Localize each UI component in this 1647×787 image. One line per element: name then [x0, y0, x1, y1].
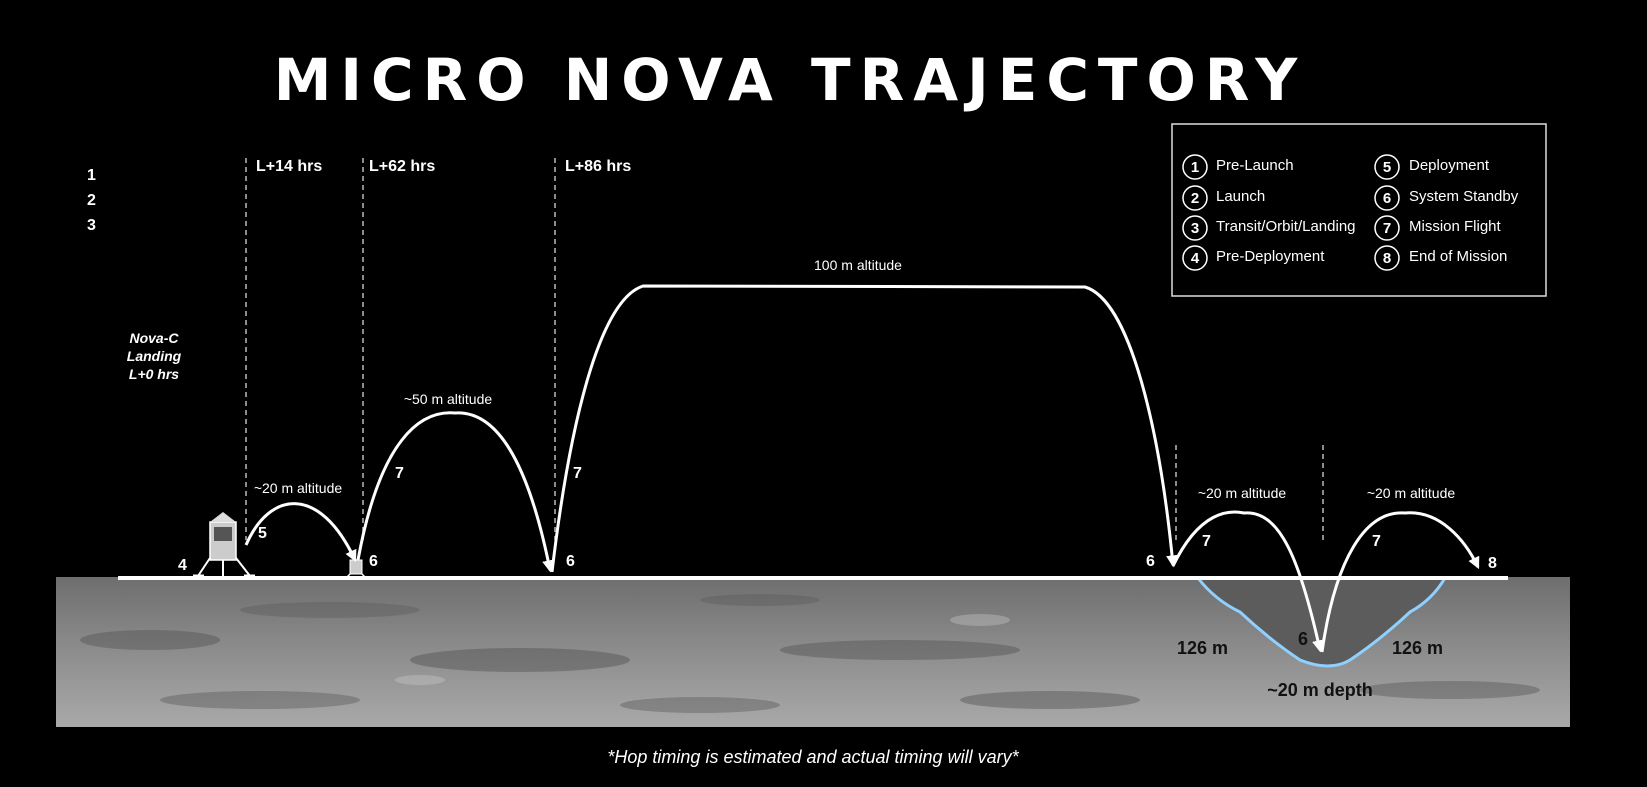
- lander-label: Nova-C Landing L+0 hrs: [127, 330, 182, 382]
- altitude-label-hop4: ~20 m altitude: [1198, 485, 1287, 501]
- altitude-label-hop3: 100 m altitude: [814, 257, 902, 273]
- crater-dimensions: 126 m 126 m ~20 m depth: [1177, 638, 1443, 700]
- legend-item-3: 3 Transit/Orbit/Landing: [1182, 215, 1356, 241]
- hop-5-arc: [1320, 511, 1480, 653]
- phase-markers: 4 5 6 7 6 7 6 7 6 7 8: [178, 465, 1497, 649]
- phase-marker-5: 5: [258, 525, 267, 542]
- legend-item-8: 8 End of Mission: [1374, 245, 1507, 271]
- phase-marker-7b: 7: [573, 465, 582, 482]
- lunar-surface: [56, 576, 1570, 727]
- hop-4-arc: [1171, 510, 1324, 653]
- hop-2-arc: [356, 411, 554, 573]
- altitude-label-hop2: ~50 m altitude: [404, 391, 493, 407]
- legend-item-2: 2 Launch: [1182, 185, 1265, 211]
- trajectories: [244, 284, 1480, 653]
- legend-num-7: 7: [1383, 220, 1391, 237]
- legend-label-4: Pre-Deployment: [1216, 248, 1325, 265]
- phase-marker-7c: 7: [1202, 533, 1211, 550]
- page-title: MICRO NOVA TRAJECTORY: [274, 46, 1307, 114]
- hop-1-arc: [244, 502, 357, 563]
- timeline: L+14 hrs L+62 hrs L+86 hrs: [245, 158, 1324, 540]
- crater: [1198, 578, 1445, 666]
- timeline-label-3: L+86 hrs: [565, 158, 631, 175]
- phase-marker-7a: 7: [395, 465, 404, 482]
- micro-nova-hopper-icon: [345, 559, 367, 579]
- footnote: *Hop timing is estimated and actual timi…: [607, 747, 1019, 767]
- side-number-1: 1: [87, 167, 96, 184]
- legend-label-5: Deployment: [1409, 157, 1490, 174]
- legend-box: [1171, 123, 1547, 297]
- phase-marker-6b: 6: [566, 553, 575, 570]
- phase-marker-4: 4: [178, 557, 187, 574]
- legend-num-3: 3: [1191, 220, 1199, 237]
- legend-label-3: Transit/Orbit/Landing: [1216, 218, 1356, 235]
- legend-item-1: 1 Pre-Launch: [1182, 154, 1294, 180]
- nova-c-lander-icon: [193, 512, 255, 578]
- legend-num-6: 6: [1383, 190, 1391, 207]
- phase-marker-6c: 6: [1146, 553, 1155, 570]
- timeline-label-2: L+62 hrs: [369, 158, 435, 175]
- legend-item-5: 5 Deployment: [1374, 154, 1490, 180]
- phase-marker-6d: 6: [1298, 629, 1308, 649]
- altitude-label-hop1: ~20 m altitude: [254, 480, 343, 496]
- lander-label-line3: L+0 hrs: [129, 366, 179, 382]
- timeline-label-1: L+14 hrs: [256, 158, 322, 175]
- legend-num-5: 5: [1383, 159, 1391, 176]
- legend-num-8: 8: [1383, 250, 1391, 267]
- crater-edge: [1196, 577, 1447, 668]
- lander-label-line1: Nova-C: [129, 330, 179, 346]
- legend-item-6: 6 System Standby: [1374, 185, 1519, 211]
- legend-num-2: 2: [1191, 190, 1199, 207]
- legend-num-4: 4: [1191, 250, 1200, 267]
- crater-right-width: 126 m: [1392, 638, 1443, 658]
- legend-item-4: 4 Pre-Deployment: [1182, 245, 1325, 271]
- legend: 1 Pre-Launch 2 Launch 3 Transit/Orbit/La…: [1171, 123, 1547, 297]
- altitude-labels: ~20 m altitude ~50 m altitude 100 m alti…: [254, 257, 1456, 501]
- side-number-3: 3: [87, 217, 96, 234]
- side-numbers: 1 2 3: [87, 167, 96, 234]
- legend-item-7: 7 Mission Flight: [1374, 215, 1502, 241]
- legend-label-2: Launch: [1216, 188, 1265, 205]
- phase-marker-7d: 7: [1372, 533, 1381, 550]
- lander-label-line2: Landing: [127, 348, 182, 364]
- phase-marker-6a: 6: [369, 553, 378, 570]
- legend-label-8: End of Mission: [1409, 248, 1507, 265]
- legend-num-1: 1: [1191, 159, 1199, 176]
- terrain-texture: [80, 594, 1540, 713]
- crater-left-width: 126 m: [1177, 638, 1228, 658]
- crater-depth: ~20 m depth: [1267, 680, 1373, 700]
- legend-label-6: System Standby: [1409, 188, 1519, 205]
- altitude-label-hop5: ~20 m altitude: [1367, 485, 1456, 501]
- phase-marker-8: 8: [1488, 555, 1497, 572]
- legend-label-7: Mission Flight: [1409, 218, 1502, 235]
- hop-3-arc: [550, 284, 1179, 573]
- legend-label-1: Pre-Launch: [1216, 157, 1294, 174]
- side-number-2: 2: [87, 192, 96, 209]
